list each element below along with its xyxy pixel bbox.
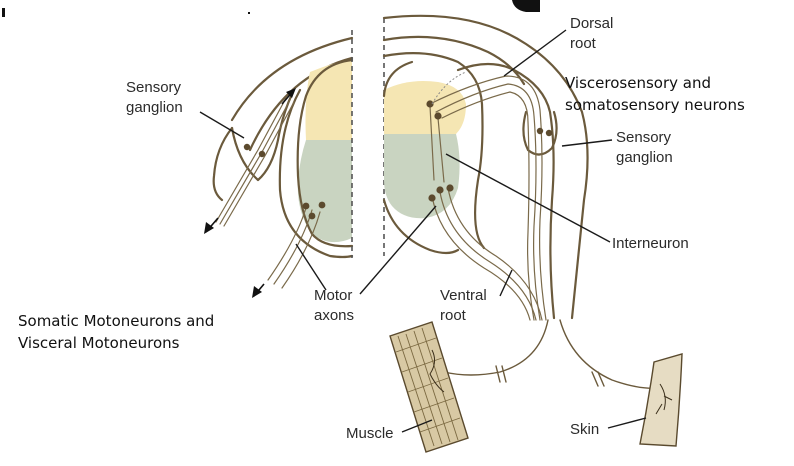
- left-dorsal-horn: [305, 60, 352, 140]
- cropped-title-fragments: [2, 0, 540, 17]
- right-ventral-horn: [384, 134, 460, 219]
- upward-arrow-icon: [281, 88, 296, 105]
- motor-axons-label: Motor axons: [314, 287, 357, 324]
- left-spinal-cord-half: [204, 36, 354, 298]
- dorsal-root-label: Dorsal root: [570, 15, 618, 52]
- sensory-ganglion-right-label: Sensory ganglion: [616, 129, 675, 166]
- leader-lines: [199, 29, 647, 433]
- peripheral-nerves: [443, 319, 661, 390]
- right-spinal-cord-half: [382, 14, 589, 321]
- downward-arrow-icon-motor: [252, 283, 265, 298]
- motoneurons-heading: Somatic Motoneurons and Visceral Motoneu…: [18, 312, 219, 352]
- right-dorsal-horn: [384, 81, 466, 134]
- downward-arrow-icon-sensory: [204, 217, 219, 234]
- muscle-illustration: [389, 321, 469, 453]
- ventral-root-label: Ventral root: [440, 287, 491, 324]
- sensory-neurons-heading: Viscerosensory and somatosensory neurons: [565, 74, 745, 114]
- skin-illustration: [639, 353, 683, 447]
- skin-label: Skin: [570, 421, 599, 438]
- muscle-label: Muscle: [346, 425, 394, 442]
- sensory-ganglion-left-label: Sensory ganglion: [126, 79, 185, 116]
- interneuron-label: Interneuron: [612, 235, 689, 252]
